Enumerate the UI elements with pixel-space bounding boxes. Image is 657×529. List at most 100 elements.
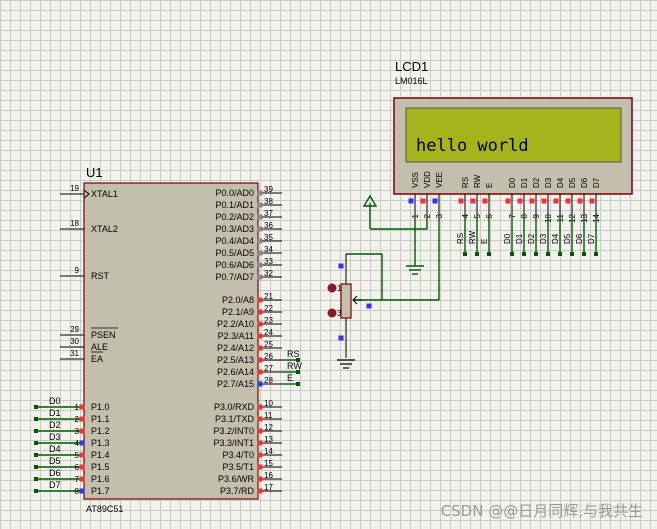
mcu-pin-number: 12 (264, 423, 273, 432)
lcd-pin-label: RS (461, 177, 470, 188)
mcu-pin-name: XTAL1 (91, 189, 118, 199)
mcu-pin-number: 39 (264, 185, 273, 194)
lcd-pin-label: E (485, 183, 494, 188)
pin-state-indicator (257, 333, 263, 339)
mcu-pin-name: P1.4 (91, 450, 110, 460)
p1-net-label: D7 (49, 480, 61, 490)
mcu-pin-number: 22 (264, 304, 273, 313)
mcu-pin-name: P3.2/INT0 (213, 426, 254, 436)
mcu-pin-number: 35 (264, 233, 273, 242)
power-arrow-icon (362, 194, 378, 207)
mcu-pin-number: 33 (264, 257, 273, 266)
lcd-net-label: D0 (503, 233, 512, 244)
lcd-net-label: D6 (575, 233, 584, 244)
pin-state-indicator (257, 309, 263, 315)
mcu-pin-number: 18 (70, 219, 79, 228)
mcu-pin-number: 17 (264, 483, 273, 492)
net-wire-end (296, 382, 300, 386)
pin-state-indicator (338, 263, 344, 269)
mcu-pin-number: 27 (264, 364, 273, 373)
mcu-pin-name: P2.1/A9 (222, 307, 254, 317)
lcd-pin-label: D3 (544, 177, 553, 188)
mcu-pin-number: 3 (75, 427, 80, 436)
mcu-pin-number: 15 (264, 459, 273, 468)
pin-state-indicator (79, 488, 85, 494)
pin-state-indicator (458, 198, 464, 204)
mcu-pin-number: 7 (75, 475, 80, 484)
potentiometer[interactable] (340, 283, 352, 319)
pin-state-indicator (553, 198, 559, 204)
p1-net-label: D6 (49, 468, 61, 478)
lcd-net-label: D7 (587, 233, 596, 244)
pot-terminal-label: 3 (337, 309, 342, 318)
mcu-pin-name: P1.1 (91, 414, 110, 424)
pin-state-indicator (257, 345, 263, 351)
p1-wire-end (34, 405, 38, 409)
lcd-pin-label: D6 (580, 177, 589, 188)
mcu-pin-name: P3.5/T1 (222, 462, 254, 472)
lcd-net-label: D1 (515, 233, 524, 244)
net-label: E (287, 373, 293, 383)
lcd-wire-end (582, 252, 586, 256)
lcd-pin-label: D1 (520, 177, 529, 188)
mcu-pin-name: P2.4/A12 (217, 343, 254, 353)
mcu-pin-number: 36 (264, 221, 273, 230)
lcd-net-label: RW (468, 230, 477, 244)
pin-state-indicator (79, 440, 85, 446)
pin-state-indicator (257, 440, 263, 446)
pin-state-indicator (257, 238, 263, 244)
lcd-ref: LCD1 (395, 59, 428, 74)
clock-marker (83, 189, 90, 199)
p1-net-label: D5 (49, 456, 61, 466)
pin-state-indicator (408, 198, 414, 204)
pin-state-indicator (577, 198, 583, 204)
mcu-pin-number: 10 (264, 399, 273, 408)
pin-state-indicator (79, 464, 85, 470)
p1-wire-end (34, 441, 38, 445)
mcu-pin-name: P0.2/AD2 (215, 212, 254, 222)
mcu-pin-name: XTAL2 (91, 224, 118, 234)
mcu-pin-number: 6 (75, 463, 80, 472)
pin-state-indicator (257, 250, 263, 256)
mcu-pin-number: 37 (264, 209, 273, 218)
mcu-pin-name: P1.0 (91, 402, 110, 412)
mcu-pin-name: P3.6/WR (218, 474, 255, 484)
lcd-wire-end (546, 252, 550, 256)
mcu-pin-number: 11 (264, 411, 273, 420)
pin-state-indicator (257, 190, 263, 196)
pin-state-indicator (257, 416, 263, 422)
mcu-pin-name: EA (91, 354, 103, 364)
p1-net-label: D0 (49, 396, 61, 406)
pin-state-indicator (257, 226, 263, 232)
mcu-pin-number: 4 (75, 439, 80, 448)
mcu-pin-name: P1.7 (91, 486, 110, 496)
mcu-pin-number: 30 (70, 337, 79, 346)
pot-terminal-label: 1 (337, 284, 342, 293)
pin-state-indicator (257, 297, 263, 303)
mcu-pin-number: 26 (264, 352, 273, 361)
pin-state-indicator (565, 198, 571, 204)
mcu-pin-number: 28 (264, 376, 273, 385)
lcd-pin-label: VEE (435, 172, 444, 188)
lcd-wire-end (570, 252, 574, 256)
pin-state-indicator (79, 404, 85, 410)
pin-state-indicator (338, 335, 344, 341)
p1-net-label: D1 (49, 408, 61, 418)
pin-state-indicator (517, 198, 523, 204)
lcd-screen (405, 107, 622, 163)
mcu-pin-name: P2.5/A13 (217, 355, 254, 365)
lcd-net-label: E (480, 239, 489, 244)
mcu-body[interactable] (83, 182, 259, 500)
mcu-pin-number: 31 (70, 349, 79, 358)
pin-state-indicator (257, 357, 263, 363)
pin-state-indicator (257, 369, 263, 375)
lcd-wire-end (534, 252, 538, 256)
pin-state-indicator (432, 198, 438, 204)
pin-state-indicator (79, 428, 85, 434)
mcu-pin-number: 19 (70, 184, 79, 193)
pin-state-indicator (257, 274, 263, 280)
pin-state-indicator (366, 303, 372, 309)
lcd-wire-end (558, 252, 562, 256)
mcu-pin-name: P3.4/T0 (222, 450, 254, 460)
